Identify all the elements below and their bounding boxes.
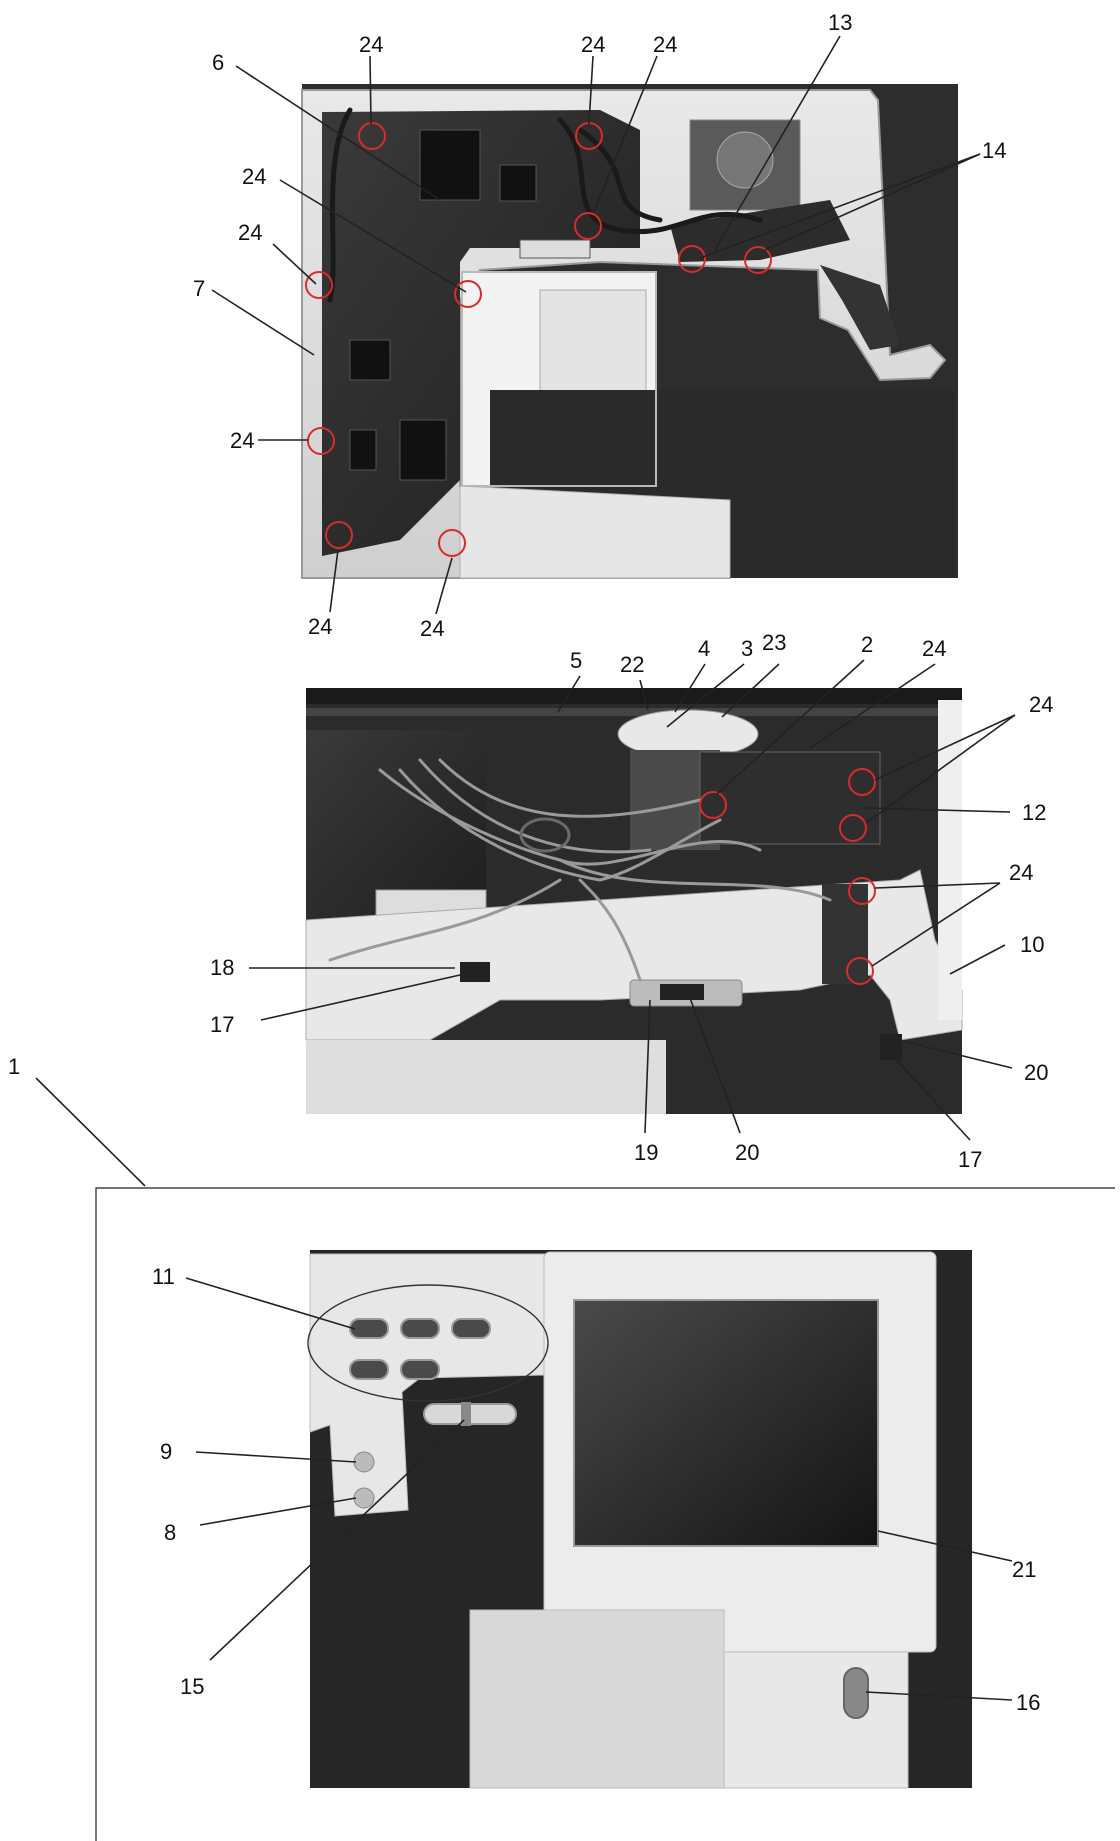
screw-marker <box>848 877 876 905</box>
callout-label: 24 <box>1009 860 1033 885</box>
sensor-board-13 <box>670 200 850 262</box>
middle-left-white-block <box>306 1040 666 1114</box>
top-callout-labels: 24 24 24 13 6 14 24 24 7 24 24 24 <box>193 10 1006 641</box>
callout-label: 12 <box>1022 800 1046 825</box>
screw-marker <box>325 521 353 549</box>
middle-callout-labels: 5 22 4 3 23 2 24 24 12 24 10 18 17 20 19… <box>210 630 1053 1172</box>
bottom-panel: 1 <box>8 1054 1115 1841</box>
callout-label: 24 <box>238 220 262 245</box>
button-16 <box>843 1667 869 1719</box>
callout-label: 10 <box>1020 932 1044 957</box>
screw-marker <box>848 768 876 796</box>
keypad-button <box>349 1359 389 1380</box>
bottom-leader-lines <box>185 1277 1013 1701</box>
sensor-board-17-left <box>460 962 490 982</box>
middle-top-rail <box>306 688 962 704</box>
callout-label: 13 <box>828 10 852 35</box>
callout-label: 17 <box>210 1012 234 1037</box>
screw-marker <box>678 245 706 273</box>
screw-marker <box>744 246 772 274</box>
callout-label: 3 <box>741 636 753 661</box>
screw-marker <box>358 122 386 150</box>
lcd-screen <box>573 1299 879 1547</box>
screw-marker <box>839 814 867 842</box>
callout-label: 17 <box>958 1147 982 1172</box>
screw-marker <box>846 957 874 985</box>
top-lower-shell <box>459 485 731 579</box>
screw-marker <box>305 271 333 299</box>
button-8 <box>353 1487 375 1509</box>
middle-leader-lines <box>249 659 1016 1141</box>
screw-marker <box>699 791 727 819</box>
left-lower-block <box>469 1609 725 1789</box>
callout-label: 24 <box>653 32 677 57</box>
callout-label: 24 <box>581 32 605 57</box>
top-arm-cavity-front <box>461 271 657 487</box>
middle-white-shell <box>305 869 963 1041</box>
callout-label: 4 <box>698 636 710 661</box>
keypad-button <box>400 1359 440 1380</box>
top-photo: 24 24 24 13 6 14 24 24 7 24 24 24 <box>193 10 1006 641</box>
keypad-button <box>400 1318 440 1339</box>
callout-label: 23 <box>762 630 786 655</box>
screw-marker <box>454 280 482 308</box>
screw-marker <box>574 212 602 240</box>
middle-rail-shaft <box>306 708 962 716</box>
callout-label: 19 <box>634 1140 658 1165</box>
middle-screw-markers <box>699 768 876 985</box>
callout-label: 7 <box>193 276 205 301</box>
callout-label: 21 <box>1012 1557 1036 1582</box>
screw-marker <box>438 529 466 557</box>
motor-gear <box>716 131 774 189</box>
callout-label: 15 <box>180 1674 204 1699</box>
callout-label: 24 <box>359 32 383 57</box>
middle-right-wall <box>938 700 962 1020</box>
callout-label: 5 <box>570 648 582 673</box>
board-chips <box>349 129 591 481</box>
middle-circuit-board <box>306 730 486 920</box>
callout-label: 18 <box>210 955 234 980</box>
callout-label: 6 <box>212 50 224 75</box>
middle-photo: 5 22 4 3 23 2 24 24 12 24 10 18 17 20 19… <box>210 630 1053 1172</box>
harness-loop <box>519 817 571 853</box>
panel-frame <box>95 1187 1115 1841</box>
sensor-board-17-right <box>880 1034 902 1060</box>
callout-label: 24 <box>308 614 332 639</box>
callout-label: 16 <box>1016 1690 1040 1715</box>
button-9 <box>353 1451 375 1473</box>
bottom-callout-labels: 11 9 8 15 21 16 <box>152 1264 1040 1715</box>
keypad <box>349 1318 491 1380</box>
top-leader-lines <box>211 35 981 615</box>
callout-label: 20 <box>735 1140 759 1165</box>
middle-wire-harness <box>328 758 832 982</box>
sensor-strip-right <box>820 265 900 350</box>
callout-label: 24 <box>922 636 946 661</box>
screw-marker <box>307 427 335 455</box>
callout-label: 22 <box>620 652 644 677</box>
callout-label: 24 <box>230 428 254 453</box>
callout-label: 14 <box>982 138 1006 163</box>
board-12 <box>699 751 881 845</box>
callout-label: 1 <box>8 1054 20 1079</box>
top-arm-bracket <box>539 289 647 399</box>
keypad-button <box>349 1318 389 1339</box>
panel-1-leader <box>35 1077 146 1187</box>
keypad-button <box>451 1318 491 1339</box>
top-screw-markers <box>305 122 772 557</box>
callout-label: 24 <box>420 616 444 641</box>
callout-label: 24 <box>1029 692 1053 717</box>
callout-label: 11 <box>152 1264 175 1289</box>
speed-slider-knob <box>461 1402 471 1426</box>
column-body <box>721 1651 909 1789</box>
callout-label: 24 <box>242 164 266 189</box>
callout-label: 20 <box>1024 1060 1048 1085</box>
bottom-photo <box>309 1250 972 1789</box>
sensor-board-20 <box>660 984 704 1000</box>
callout-label: 2 <box>861 632 873 657</box>
callout-label: 9 <box>160 1439 172 1464</box>
callout-label: 8 <box>164 1520 176 1545</box>
keypad-group-outline <box>307 1284 549 1402</box>
